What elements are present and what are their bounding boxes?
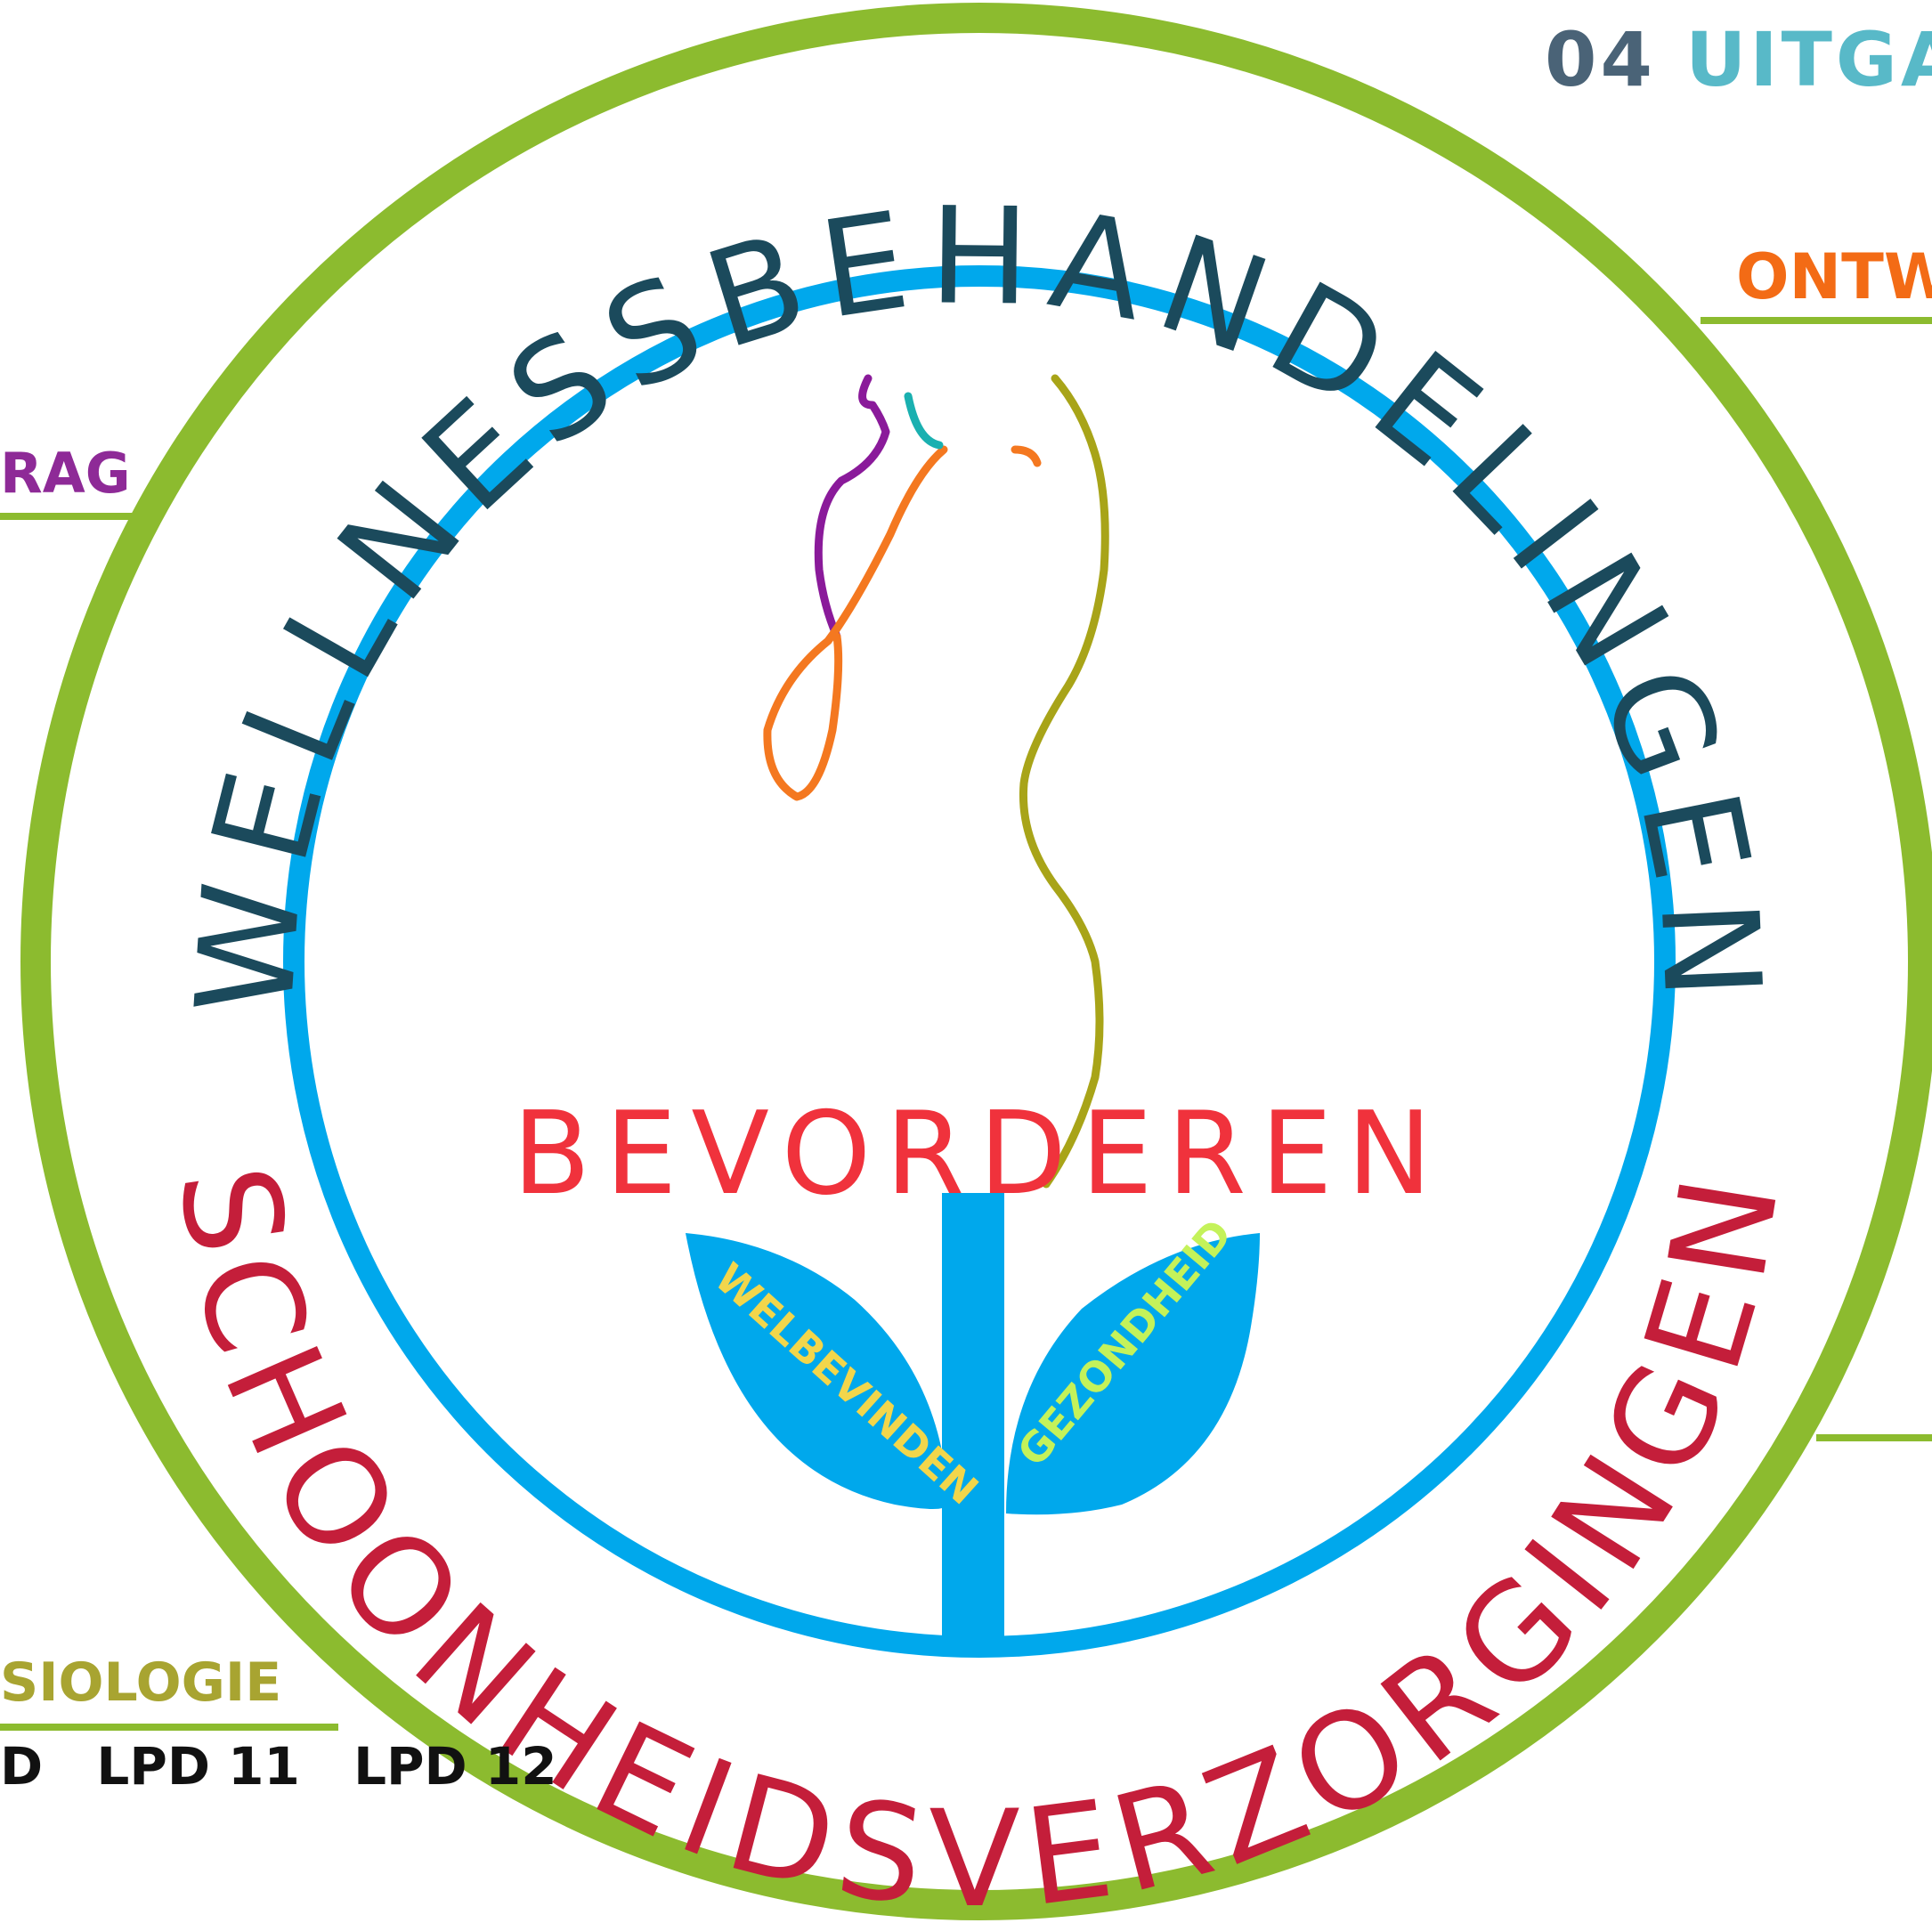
edge-label-word: UITGA: [1685, 16, 1932, 103]
edge-label-olive: SIOLOGIE: [0, 1651, 281, 1714]
edge-label-purple: RAG: [0, 441, 131, 506]
edge-label-orange: ONTWI: [1736, 240, 1932, 313]
lpd-labels: D LPD 11 LPD 12: [0, 1736, 593, 1797]
lpd-label-partial: D: [0, 1736, 43, 1797]
edge-label-number: 04: [1545, 16, 1656, 103]
lpd-label-12: LPD 12: [353, 1736, 557, 1797]
edge-label-top-right: 04 UITGA: [1545, 16, 1932, 103]
plant-stem: [942, 1193, 1004, 1643]
lpd-label-11: LPD 11: [96, 1736, 300, 1797]
